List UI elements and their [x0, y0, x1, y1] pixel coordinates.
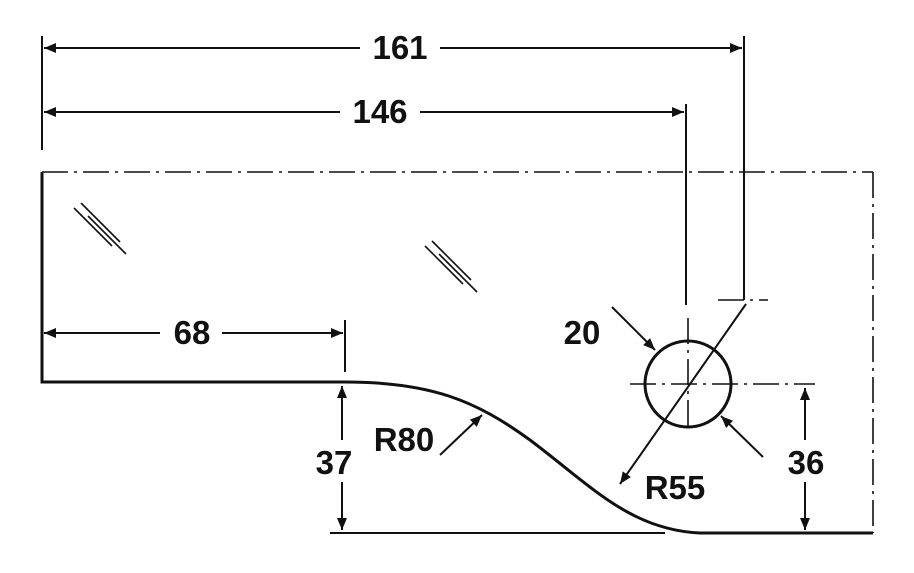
dim-label-37: 37 [316, 444, 353, 481]
dim-label-diameter-20: 20 [564, 314, 601, 351]
glass-hatch-mark [73, 202, 127, 255]
dim-label-36: 36 [788, 444, 825, 481]
dim-label-r55: R55 [645, 469, 706, 506]
dim-label-161: 161 [372, 29, 427, 66]
leader-20-top [611, 306, 656, 351]
leader-r80 [439, 414, 483, 456]
leader-r55 [619, 303, 747, 485]
glass-profile [40, 172, 873, 535]
glass-hatch-mark [424, 240, 478, 293]
leader-20-bottom [720, 415, 764, 458]
dim-label-146: 146 [352, 93, 407, 130]
dim-label-r80: R80 [374, 421, 435, 458]
dim-label-68: 68 [174, 314, 211, 351]
